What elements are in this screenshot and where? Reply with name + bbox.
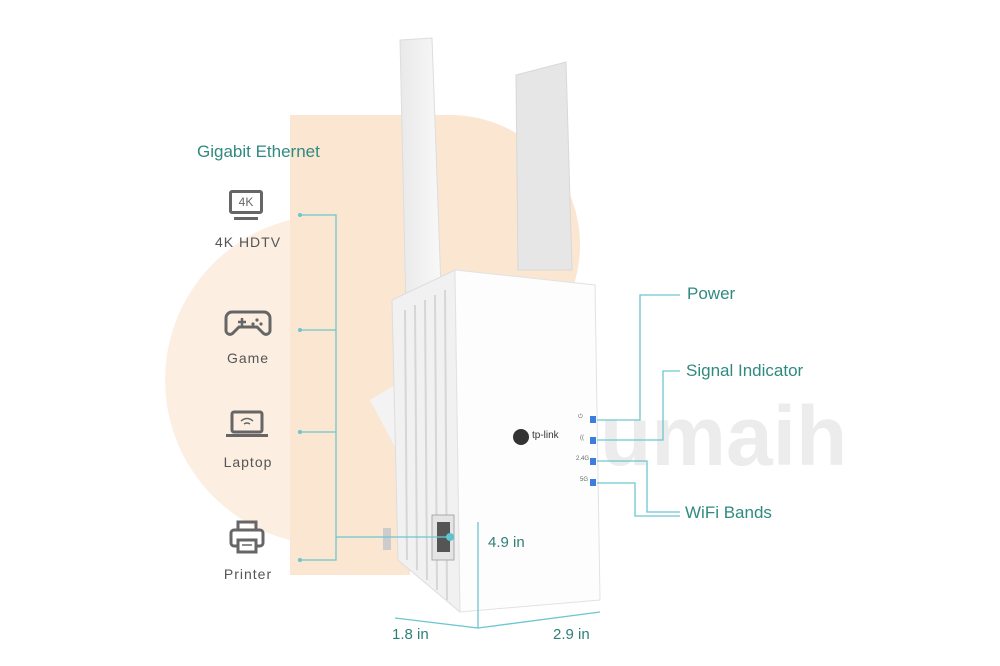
- dimension-height: 4.9 in: [488, 534, 525, 551]
- led-signal-label: ((: [580, 435, 584, 441]
- gigabit-ethernet-title: Gigabit Ethernet: [197, 142, 320, 161]
- callout-wifi-bands: WiFi Bands: [685, 503, 772, 522]
- tv-stand: [234, 217, 258, 220]
- brand-logo: tp-link: [532, 430, 559, 441]
- dimension-depth: 1.8 in: [392, 626, 429, 643]
- device-label-printer: Printer: [223, 566, 273, 582]
- dimension-width: 2.9 in: [553, 626, 590, 643]
- led-24g-label: 2.4G: [576, 456, 590, 462]
- led-5g-label: 5G: [580, 477, 589, 483]
- device-label-laptop: Laptop: [223, 454, 273, 470]
- watermark-text: umaih: [600, 389, 848, 483]
- callout-power: Power: [687, 284, 736, 303]
- led-power-label: ⏻: [578, 414, 583, 420]
- tv-icon-text: 4K: [238, 195, 254, 209]
- tv-icon: 4K: [229, 190, 263, 214]
- device-label-game: Game: [226, 350, 270, 366]
- callout-signal-indicator: Signal Indicator: [686, 361, 804, 380]
- device-label-tv: 4K HDTV: [214, 234, 282, 250]
